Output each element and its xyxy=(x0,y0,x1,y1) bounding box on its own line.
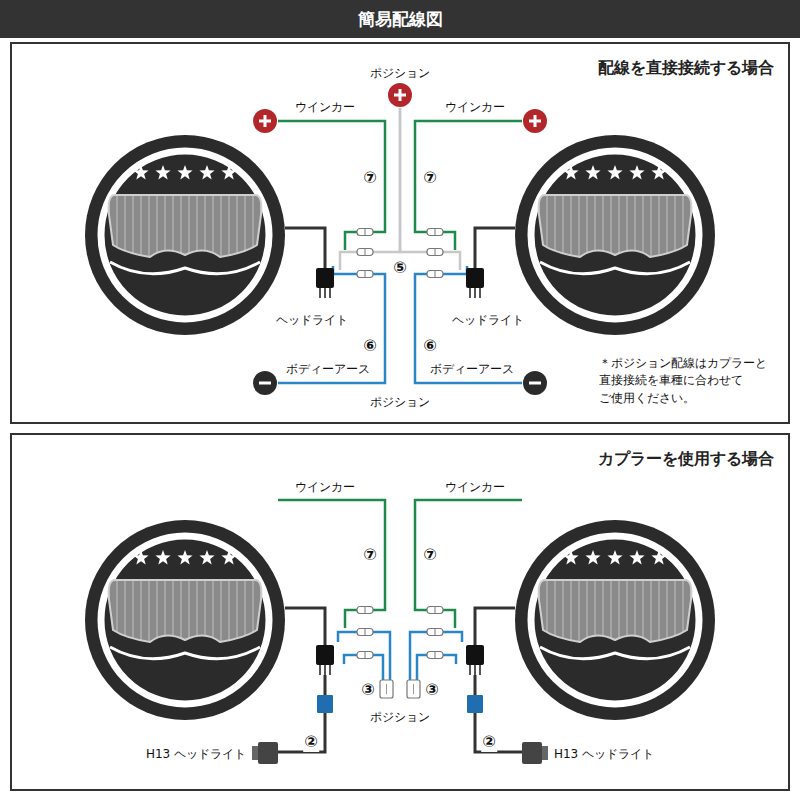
part-label: H13 ヘッドライト xyxy=(144,747,248,762)
wire-label: ポジション xyxy=(368,710,432,725)
callout-number: ③ xyxy=(424,680,440,700)
bottom-wiring xyxy=(85,500,715,764)
wire-label: ウインカー xyxy=(443,480,507,495)
callout-number: ⑤ xyxy=(392,258,408,278)
diagram-title: 簡易配線図 xyxy=(0,0,800,38)
wire-label: ウインカー xyxy=(293,100,357,115)
callout-number: ⑦ xyxy=(422,545,438,565)
wire-label: ポジション xyxy=(368,395,432,410)
wire-label: ポジション xyxy=(368,66,432,81)
callout-number: ② xyxy=(303,732,319,752)
callout-number: ② xyxy=(481,732,497,752)
part-label: ヘッドライト xyxy=(274,313,350,328)
callout-number: ⑥ xyxy=(362,336,378,356)
wire-label: ウインカー xyxy=(293,480,357,495)
callout-number: ⑦ xyxy=(422,168,438,188)
part-label: ヘッドライト xyxy=(450,313,526,328)
title-band xyxy=(0,0,800,38)
top-wiring xyxy=(85,83,715,395)
wire-label: ウインカー xyxy=(443,100,507,115)
wire-label: ボディーアース xyxy=(428,362,516,377)
panel-heading: 配線を直接接続する場合 xyxy=(598,58,774,79)
callout-number: ⑦ xyxy=(362,168,378,188)
wiring-panel: カプラーを使用する場合 xyxy=(10,433,790,791)
callout-number: ③ xyxy=(360,680,376,700)
callout-number: ⑦ xyxy=(362,545,378,565)
note-text: ＊ポジション配線はカプラーと 直接接続を車種に合わせて ご使用ください。 xyxy=(597,355,786,407)
callout-number: ⑥ xyxy=(422,336,438,356)
panel-heading: カプラーを使用する場合 xyxy=(598,449,774,470)
part-label: H13 ヘッドライト xyxy=(552,747,656,762)
wire-label: ボディーアース xyxy=(284,362,372,377)
